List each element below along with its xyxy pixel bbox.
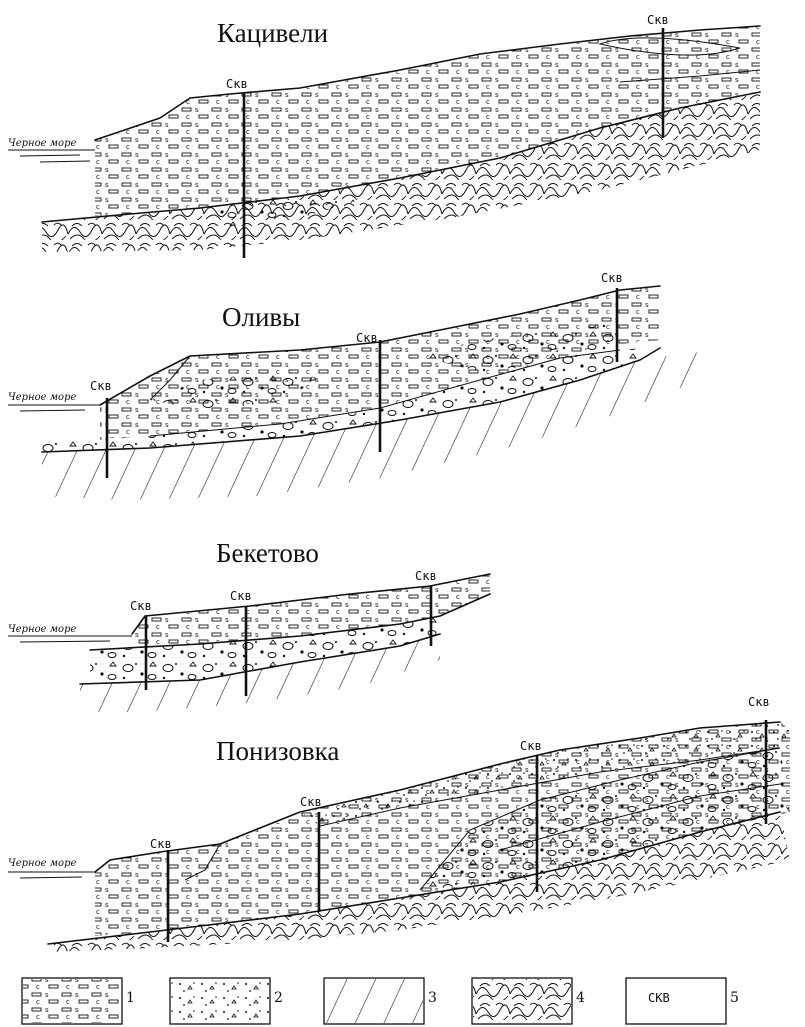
- hatched-bedrock-swatch: [325, 979, 423, 1023]
- borehole-label: Скв: [415, 569, 437, 583]
- section-beketovo: Бекетово Черное море Скв Скв Скв: [8, 538, 490, 712]
- sea-surface: [8, 405, 100, 411]
- legend-number: 4: [576, 990, 585, 1006]
- borehole-label: Скв: [647, 13, 669, 27]
- borehole-label: Скв: [601, 271, 623, 285]
- folded-flysch-swatch: [473, 979, 571, 1023]
- legend-number: 1: [126, 990, 135, 1006]
- legend: 1 2 3 4 СКВ 5: [22, 978, 739, 1024]
- sea-label: Черное море: [8, 858, 76, 869]
- sea-label: Черное море: [8, 392, 76, 403]
- legend-number: 3: [428, 990, 437, 1006]
- borehole-label: Скв: [226, 77, 248, 91]
- borehole-label: Скв: [300, 795, 322, 809]
- borehole-label: Скв: [130, 599, 152, 613]
- section-olivy: Оливы Черное море Скв Скв Скв: [8, 271, 700, 500]
- borehole-label: Скв: [90, 379, 112, 393]
- sea-label: Черное море: [8, 624, 76, 635]
- sea-label: Черное море: [8, 138, 76, 149]
- gravel-swatch: [171, 979, 269, 1023]
- sea-surface: [8, 872, 95, 878]
- clay-loam-swatch: [23, 979, 121, 1023]
- legend-item-3: 3: [324, 978, 437, 1024]
- borehole-label: Скв: [748, 695, 770, 709]
- legend-item-5: СКВ 5: [626, 978, 739, 1024]
- section-ponizovka: Понизовка Черное море Скв Скв Скв Скв: [8, 695, 790, 952]
- legend-item-2: 2: [170, 978, 283, 1024]
- borehole-label: Скв: [520, 739, 542, 753]
- borehole-label: Скв: [230, 589, 252, 603]
- legend-item-4: 4: [472, 978, 585, 1024]
- section-title: Понизовка: [216, 736, 339, 766]
- section-title: Оливы: [222, 302, 300, 332]
- sea-surface: [8, 636, 132, 642]
- borehole-label: Скв: [150, 837, 172, 851]
- section-title: Бекетово: [216, 538, 319, 568]
- section-katsiveli: Кацивели Черное море Скв Скв: [8, 13, 760, 258]
- legend-number: 2: [274, 990, 283, 1006]
- legend-item-1: 1: [22, 978, 135, 1024]
- sea-surface: [8, 150, 95, 162]
- legend-number: 5: [730, 990, 739, 1006]
- borehole-symbol-label: СКВ: [648, 991, 670, 1005]
- section-title: Кацивели: [217, 18, 328, 48]
- borehole-label: Скв: [356, 331, 378, 345]
